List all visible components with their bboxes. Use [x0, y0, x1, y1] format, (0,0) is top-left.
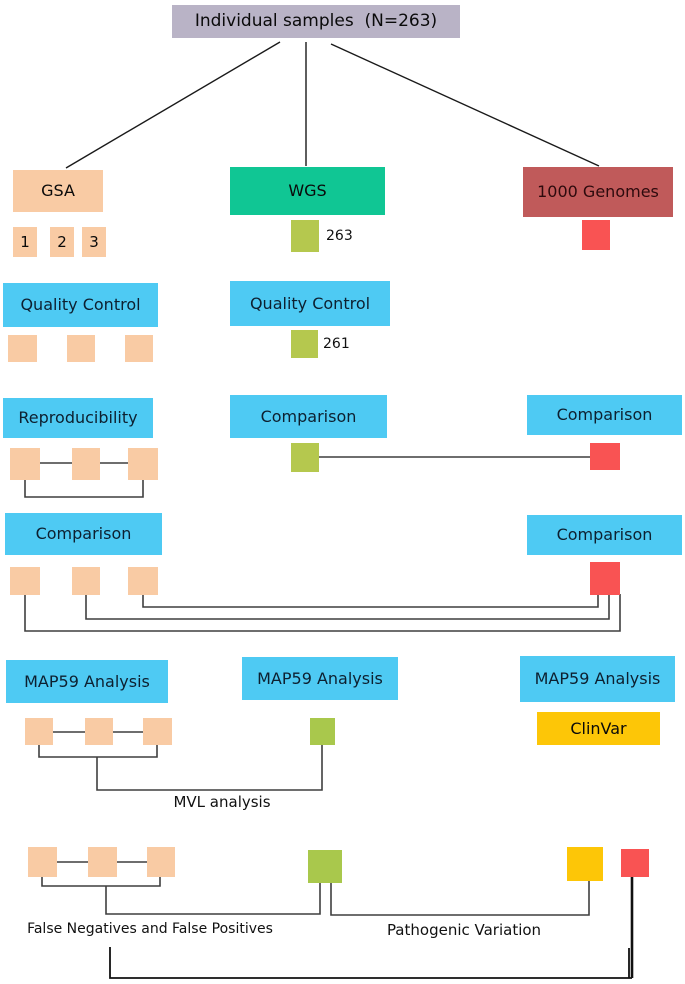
thousand-genomes-comparison-lower-square	[590, 562, 620, 595]
gsa-replicate-2-chip: 2	[50, 227, 74, 257]
bracket-comp-outer	[24, 594, 621, 632]
thousand-genomes-sample-square	[582, 220, 610, 250]
gsa-comparison-square-1	[10, 567, 40, 595]
wgs-map59-square	[310, 718, 335, 745]
wgs-sample-count: 263	[326, 228, 353, 244]
wgs-sample-square	[291, 220, 319, 252]
pathogenic-variation-caption: Pathogenic Variation	[386, 921, 542, 939]
bracket-map-trio	[38, 745, 158, 758]
result-peach-square-1	[28, 847, 57, 877]
result-peach-square-2	[88, 847, 117, 877]
edge-top-gsa	[65, 41, 281, 169]
edge-top-1000genomes	[330, 43, 600, 167]
bracket-comp-middle	[85, 594, 610, 620]
reproducibility-square-2	[72, 448, 100, 480]
wgs-quality-control-box: Quality Control	[230, 281, 390, 326]
gsa-comparison-square-3	[128, 567, 158, 595]
gsa-comparison-box: Comparison	[5, 513, 162, 555]
reproducibility-square-3	[128, 448, 158, 480]
gsa-qc-square-1	[8, 335, 37, 362]
gsa-comparison-square-2	[72, 567, 100, 595]
map59-square-1	[25, 718, 53, 745]
wgs-comparison-box: Comparison	[230, 395, 387, 438]
gsa-quality-control-box: Quality Control	[3, 283, 158, 327]
thousand-genomes-comparison-lower-box: Comparison	[527, 515, 682, 555]
bracket-bottom-final	[109, 947, 632, 979]
wgs-comparison-square	[291, 443, 319, 472]
gsa-replicate-1-chip: 1	[13, 227, 37, 257]
wgs-header-box: WGS	[230, 167, 385, 215]
gsa-header-box: GSA	[13, 170, 103, 212]
bracket-repro	[24, 480, 144, 498]
wgs-map59-analysis-box: MAP59 Analysis	[242, 657, 398, 700]
thousand-genomes-comparison-upper-square	[590, 443, 620, 470]
gsa-qc-square-2	[67, 335, 95, 362]
result-green-square	[308, 850, 342, 883]
reproducibility-square-1	[10, 448, 40, 480]
result-yellow-square	[567, 847, 603, 881]
map59-square-3	[143, 718, 172, 745]
gsa-map59-analysis-box: MAP59 Analysis	[6, 660, 168, 703]
wgs-qc-square	[291, 330, 318, 358]
clinvar-box: ClinVar	[537, 712, 660, 745]
bracket-pathogenic	[330, 881, 590, 916]
wgs-qc-count: 261	[323, 336, 350, 352]
map59-square-2	[85, 718, 113, 745]
mvl-analysis-caption: MVL analysis	[173, 793, 271, 811]
gsa-qc-square-3	[125, 335, 153, 362]
gsa-reproducibility-box: Reproducibility	[3, 398, 153, 438]
thousand-genomes-map59-analysis-box: MAP59 Analysis	[520, 656, 675, 702]
bracket-comp-inner	[142, 594, 599, 608]
false-negatives-positives-caption: False Negatives and False Positives	[27, 921, 273, 937]
result-red-square	[621, 849, 649, 877]
result-peach-square-3	[147, 847, 175, 877]
gsa-replicate-3-chip: 3	[82, 227, 106, 257]
bracket-false-negatives	[105, 883, 321, 915]
individual-samples-box: Individual samples (N=263)	[172, 5, 460, 38]
thousand-genomes-comparison-upper-box: Comparison	[527, 395, 682, 435]
bracket-bottom-trio	[41, 877, 161, 887]
bracket-mvl	[96, 745, 323, 791]
thousand-genomes-header-box: 1000 Genomes	[523, 167, 673, 217]
